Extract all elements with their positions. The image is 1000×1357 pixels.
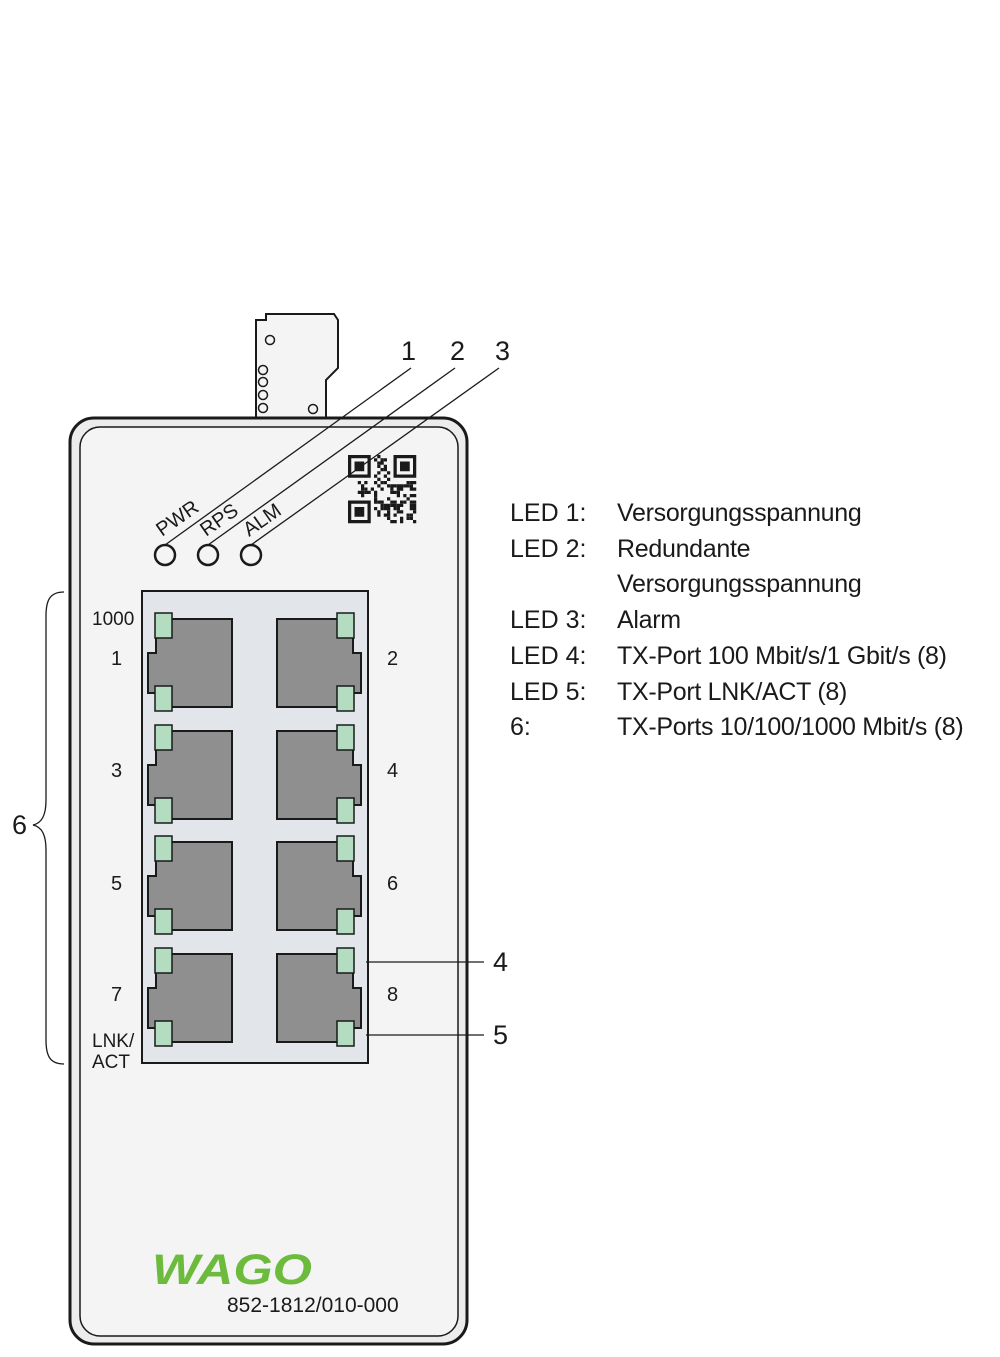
callout-number-6: 6 <box>12 810 27 840</box>
legend-key: LED 1: <box>510 499 587 527</box>
legend-row: LED 5: TX-Port LNK/ACT (8) <box>510 675 990 711</box>
legend-row: 6: TX-Ports 10/100/1000 Mbit/s (8) <box>510 710 990 746</box>
leader-line-3 <box>250 367 500 546</box>
port-led-speed <box>154 612 173 639</box>
port-number-1: 1 <box>111 648 122 670</box>
legend-key: LED 2: <box>510 534 587 563</box>
legend-value: Versorgungsspannung <box>617 570 862 599</box>
port-led-link <box>336 685 355 712</box>
port-number-3: 3 <box>111 760 122 782</box>
port-led-speed <box>154 724 173 751</box>
port-led-link <box>336 908 355 935</box>
qr-code-icon <box>348 455 417 524</box>
port-led-link <box>336 1020 355 1047</box>
port-number-4: 4 <box>387 760 398 782</box>
callout-number-3: 3 <box>495 336 510 366</box>
port-number-5: 5 <box>111 873 122 895</box>
callout-number-2: 2 <box>450 336 465 366</box>
port-led-link <box>154 797 173 824</box>
port-number-6: 6 <box>387 873 398 895</box>
legend-key: 6: <box>510 713 531 742</box>
wago-logo: WAGO <box>152 1246 312 1294</box>
port-led-speed <box>154 947 173 974</box>
rj45-ports <box>147 612 362 1047</box>
port-number-8: 8 <box>387 984 398 1006</box>
port-number-2: 2 <box>387 648 398 670</box>
legend-value: TX-Port LNK/ACT (8) <box>617 677 847 706</box>
port-led-link <box>336 797 355 824</box>
legend-value: Versorgungsspannung <box>617 499 862 527</box>
leader-line-2 <box>207 367 456 546</box>
din-rail-clip <box>255 313 339 419</box>
port-led-speed <box>336 947 355 974</box>
led-pwr <box>153 543 177 567</box>
legend-key <box>510 567 617 603</box>
port-led-speed <box>336 612 355 639</box>
callout-number-5: 5 <box>493 1020 508 1050</box>
legend-key: LED 5: <box>510 677 587 706</box>
port-led-speed <box>154 835 173 862</box>
legend-value: Alarm <box>617 606 681 635</box>
act-label: ACT <box>92 1052 130 1073</box>
led-rps <box>196 543 220 567</box>
legend-row: LED 1: Versorgungsspannung <box>510 496 990 532</box>
callout-number-4: 4 <box>493 947 508 977</box>
speed-label: 1000 <box>92 609 134 630</box>
legend-value: Redundante <box>617 534 751 563</box>
port-led-link <box>154 685 173 712</box>
ports-brace <box>32 591 65 1065</box>
port-led-speed <box>336 835 355 862</box>
lnk-label: LNK/ <box>92 1031 135 1052</box>
led-alm <box>239 543 263 567</box>
legend-row: LED 2: Redundante <box>510 532 990 568</box>
model-number: 852-1812/010-000 <box>227 1294 399 1317</box>
legend-key: LED 4: <box>510 641 587 670</box>
legend-value: TX-Ports 10/100/1000 Mbit/s (8) <box>617 713 964 742</box>
legend-key: LED 3: <box>510 606 587 635</box>
callout-number-1: 1 <box>401 336 416 366</box>
leader-line-1 <box>164 367 412 546</box>
legend: LED 1: Versorgungsspannung LED 2: Redund… <box>510 496 990 746</box>
legend-row: LED 4: TX-Port 100 Mbit/s/1 Gbit/s (8) <box>510 639 990 675</box>
port-led-link <box>154 908 173 935</box>
legend-value: TX-Port 100 Mbit/s/1 Gbit/s (8) <box>617 641 947 670</box>
legend-row: Versorgungsspannung <box>510 567 990 603</box>
port-led-link <box>154 1020 173 1047</box>
legend-row: LED 3: Alarm <box>510 603 990 639</box>
port-number-7: 7 <box>111 984 122 1006</box>
port-led-speed <box>336 724 355 751</box>
